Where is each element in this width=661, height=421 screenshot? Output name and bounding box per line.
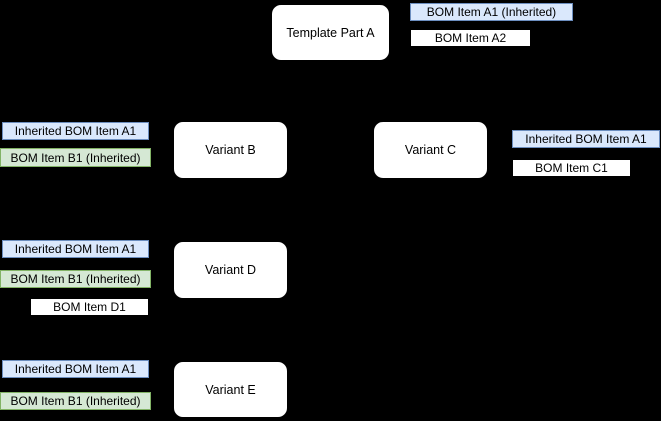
bom-item-a1-inherited-label-a: BOM Item A1 (Inherited) (410, 3, 573, 21)
bom-item-a2-label: BOM Item A2 (410, 29, 531, 47)
bom-item-c1-label: BOM Item C1 (512, 159, 631, 177)
inherited-bom-item-a1-label-c: Inherited BOM Item A1 (512, 130, 660, 148)
bom-item-b1-inherited-label-d: BOM Item B1 (Inherited) (0, 270, 151, 288)
node-variant-b: Variant B (173, 121, 288, 179)
inherited-bom-item-a1-label-d: Inherited BOM Item A1 (2, 240, 149, 258)
node-variant-e: Variant E (173, 361, 288, 418)
node-template-part-a: Template Part A (271, 4, 390, 61)
bom-item-b1-inherited-label-b: BOM Item B1 (Inherited) (0, 148, 151, 167)
node-variant-c: Variant C (373, 121, 488, 179)
inherited-bom-item-a1-label-b: Inherited BOM Item A1 (2, 122, 149, 140)
inherited-bom-item-a1-label-e: Inherited BOM Item A1 (2, 360, 149, 378)
bom-item-d1-label: BOM Item D1 (30, 298, 149, 316)
bom-item-b1-inherited-label-e: BOM Item B1 (Inherited) (0, 392, 151, 410)
node-variant-d: Variant D (173, 241, 288, 299)
